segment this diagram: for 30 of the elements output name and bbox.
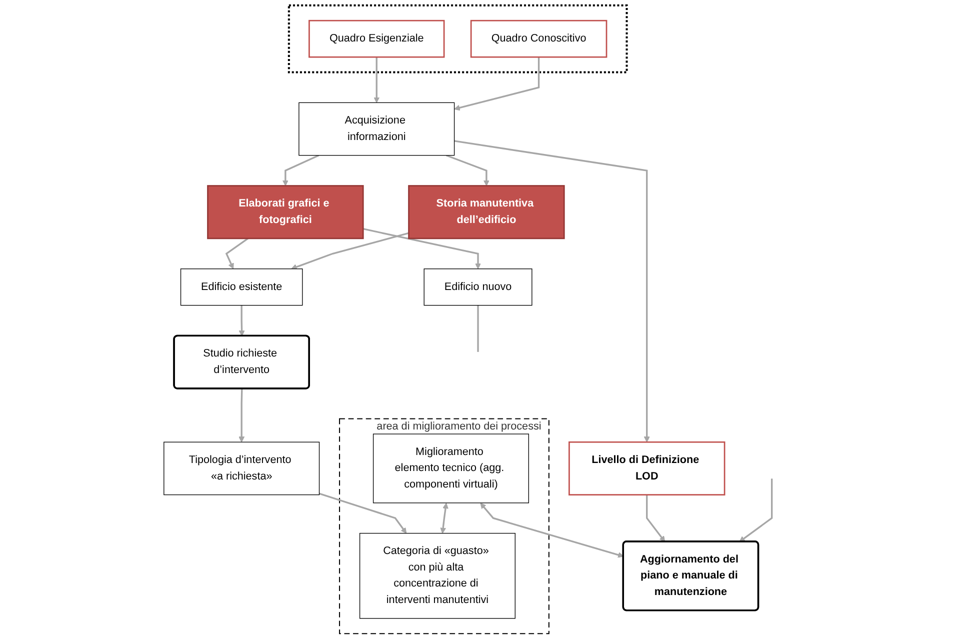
arrow [646, 494, 666, 542]
arrow [238, 305, 245, 336]
node-label: area di miglioramento dei processi [376, 420, 542, 432]
arrow [440, 502, 448, 534]
arrow [739, 478, 773, 542]
node-box: Quadro Conoscitivo [470, 20, 608, 58]
arrow [282, 154, 320, 186]
arrow [446, 154, 490, 186]
node-box: Livello di Definizione LOD [568, 441, 726, 496]
node-box: Quadro Esigenziale [308, 20, 445, 58]
arrow [454, 57, 540, 111]
arrow [362, 228, 481, 270]
arrow [319, 492, 407, 534]
node-box: Storia manutentiva dell’edificio [408, 185, 565, 240]
arrow [238, 388, 245, 442]
arrow [480, 502, 624, 558]
node-box: Elaborati grafici e fotografici [207, 185, 364, 240]
arrow [454, 140, 650, 442]
node-box: Edificio nuovo [424, 268, 532, 306]
node-box: Categoria di «guasto» con più alta concentrazione di interventi manutentivi [359, 532, 516, 619]
arrow [225, 238, 248, 270]
arrow [291, 232, 409, 270]
cluster [288, 4, 628, 74]
node-box: Tipologia d’intervento «a richiesta» [164, 442, 320, 496]
arrow [374, 57, 380, 103]
connector [477, 305, 479, 352]
node-box: Edificio esistente [180, 268, 303, 306]
node-box: Acquisizione informazioni [298, 102, 455, 156]
cluster [339, 418, 550, 634]
node-box: Miglioramento elemento tecnico (agg. componenti virtuali) [372, 434, 529, 504]
